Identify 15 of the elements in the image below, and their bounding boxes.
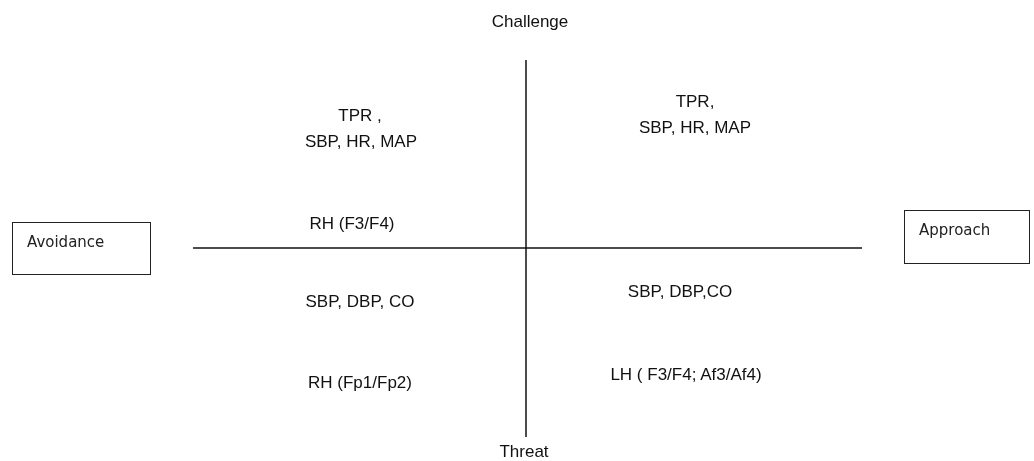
quadrant-label: SBP, HR, MAP (304, 132, 418, 152)
quadrant-label: SBP, DBP,CO (627, 282, 733, 302)
quadrant-label: TPR, (675, 92, 715, 112)
quadrant-label: TPR , (338, 106, 382, 126)
axis-label: Threat (499, 442, 549, 461)
quadrant-label: SBP, DBP, CO (305, 292, 415, 312)
axis-label: Challenge (491, 12, 569, 32)
box-label: Avoidance (27, 233, 105, 251)
quadrant-label: RH (Fp1/Fp2) (308, 373, 412, 393)
quadrant-label: RH (F3/F4) (309, 214, 395, 234)
box-label: Approach (919, 221, 991, 239)
label-box (904, 210, 1030, 264)
quadrant-label: SBP, HR, MAP (638, 118, 752, 138)
label-box (12, 222, 151, 275)
quadrant-label: LH ( F3/F4; Af3/Af4) (610, 365, 762, 385)
